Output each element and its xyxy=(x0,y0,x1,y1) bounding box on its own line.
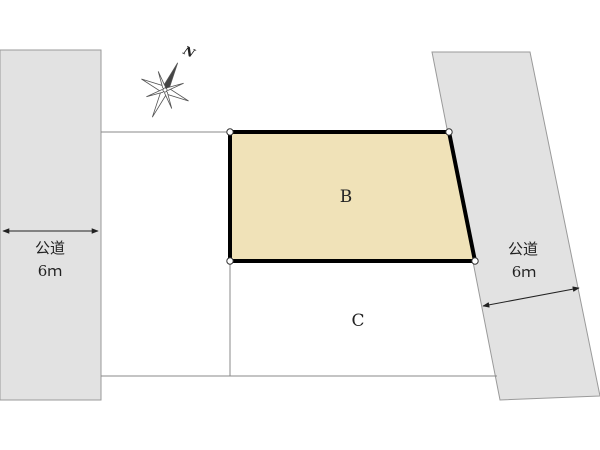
left-road-name: 公道 xyxy=(35,239,65,257)
lot-lines xyxy=(101,131,497,377)
lot-c-label: C xyxy=(351,311,364,331)
corner-marker xyxy=(226,257,234,265)
left-road xyxy=(0,49,102,401)
north-arrow-icon xyxy=(141,62,189,118)
right-road-width-arrow xyxy=(482,286,580,308)
right-road xyxy=(431,51,600,401)
corner-marker xyxy=(445,128,453,136)
corner-marker xyxy=(471,257,479,265)
lot-b-label: B xyxy=(340,187,353,207)
north-label: N xyxy=(180,43,198,61)
corner-marker xyxy=(226,128,234,136)
lot-b xyxy=(228,130,478,263)
right-road-width: 6ｍ xyxy=(512,263,537,281)
boundary-corners xyxy=(226,128,479,265)
left-road-width: 6ｍ xyxy=(38,262,63,280)
right-road-name: 公道 xyxy=(508,240,538,258)
